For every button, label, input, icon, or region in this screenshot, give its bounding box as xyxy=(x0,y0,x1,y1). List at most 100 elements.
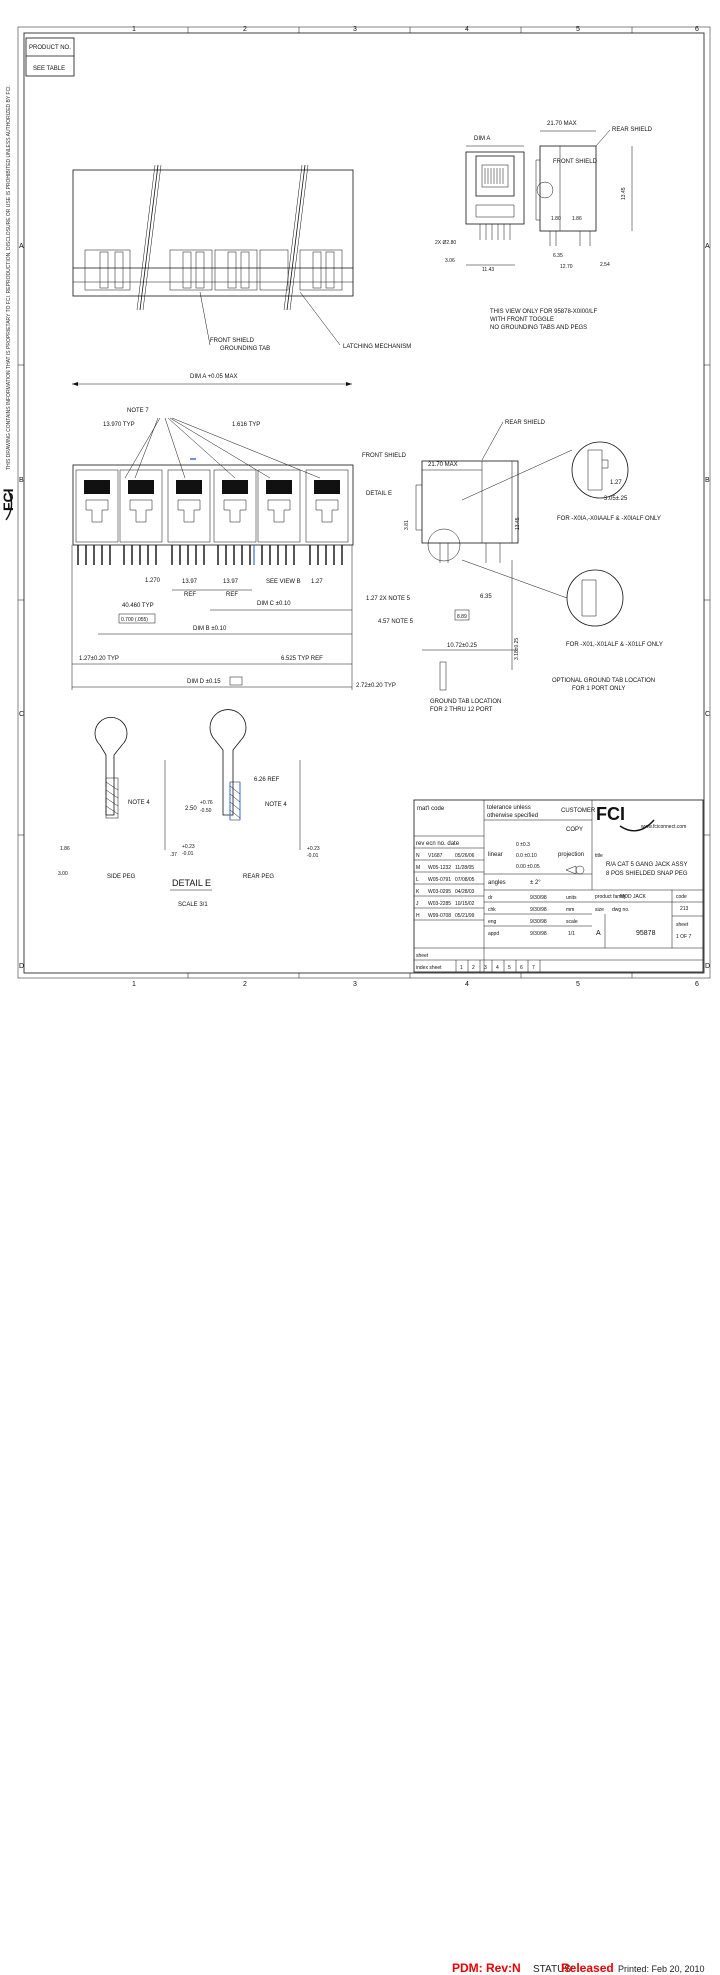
pdm-rev: PDM: Rev:N xyxy=(452,1961,521,1975)
tb-family: product family xyxy=(595,894,627,900)
end-view: DIM A 2X Ø2.80 3.06 11.43 xyxy=(435,136,525,273)
status-value: Released xyxy=(561,1961,614,1975)
dim-1143: 11.43 xyxy=(482,267,494,273)
dim-037-side: .37 xyxy=(170,852,177,858)
dim-vert-mid: 3.18±0.25 xyxy=(514,638,520,660)
note-detail-e: DETAIL E xyxy=(366,491,392,497)
dim-1345-mid: 13.45 xyxy=(515,517,521,530)
dim-2170-top: 21.70 MAX xyxy=(547,121,577,127)
drawing-canvas: 1 2 3 4 5 6 1 2 3 4 5 6 A B C D A B C D … xyxy=(0,26,711,988)
dim-380: 3.81 xyxy=(404,520,410,530)
tb-index-lbl: index sheet xyxy=(416,965,442,971)
grid-col-3: 3 xyxy=(353,26,357,33)
grid-col-5: 5 xyxy=(576,26,580,33)
dim-1072: 10.72±0.25 xyxy=(447,643,478,649)
tb-units: units xyxy=(566,895,577,901)
dim-13970: 13.970 TYP xyxy=(103,422,135,428)
tb-date-1: 9/30/98 xyxy=(530,895,547,901)
dim-889: 8.89 xyxy=(457,614,467,620)
grid-row-ra: A xyxy=(705,243,710,250)
dim-127: 1.27 xyxy=(311,579,323,585)
drawing-sheet: 1 2 3 4 5 6 1 2 3 4 5 6 A B C D A B C D … xyxy=(0,26,711,1975)
label-scale: SCALE 3/1 xyxy=(178,902,208,908)
tb-approvals: dr 9/30/98 chk 9/30/98 eng 9/30/98 appd … xyxy=(484,895,592,937)
tb-sheet-val: 1 OF 7 xyxy=(676,934,692,940)
dim-1345: 13.45 xyxy=(621,187,627,200)
tb-sheet-lbl: sheet xyxy=(416,953,429,959)
tb-size: size xyxy=(595,907,604,913)
label-detail-e: DETAIL E xyxy=(172,878,211,888)
dim-276a: +0.76 xyxy=(200,800,213,806)
dim-626: 6.26 REF xyxy=(254,777,280,783)
dim-1397a: 13.97 xyxy=(182,579,198,585)
ref-2: REF xyxy=(226,592,238,598)
grid-col-b2: 2 xyxy=(243,981,247,988)
rev-row-e: V1687 xyxy=(428,853,443,859)
rev-row-d: 05/26/06 xyxy=(455,853,475,859)
rev-row-e: W03-0295 xyxy=(428,889,451,895)
dim-276b: -0.50 xyxy=(200,808,212,814)
rev-row-e: W05-0791 xyxy=(428,877,451,883)
product-box xyxy=(25,37,75,77)
dim-186-peg: 1.86 xyxy=(60,846,70,852)
tb-eng: eng xyxy=(488,919,497,925)
note-4-rear: NOTE 4 xyxy=(265,802,287,808)
grid-row-rd: D xyxy=(705,963,710,970)
rev-row-d: 05/21/99 xyxy=(455,913,475,919)
side-peg: NOTE 4 SIDE PEG 1.86 3.00 .37 xyxy=(58,717,177,880)
dim-40460: 40.460 TYP xyxy=(122,603,154,609)
grid-row-c: C xyxy=(19,711,24,718)
tb-dwg-val: 95878 xyxy=(636,930,656,937)
dim-001-side: -0.01 xyxy=(182,851,194,857)
rev-row-e: W99-0708 xyxy=(428,913,451,919)
note-4-side: NOTE 4 xyxy=(128,800,150,806)
tb-size-val: A xyxy=(596,930,601,937)
grid-bottom: 1 2 3 4 5 6 xyxy=(132,981,699,988)
note-for-x01: FOR -X01,-X01ALF & -X01LF ONLY xyxy=(566,642,663,648)
port-row xyxy=(75,458,349,565)
dim-a-max: DIM A +0.05 MAX xyxy=(190,374,238,380)
side-legal-text: THIS DRAWING CONTAINS INFORMATION THAT I… xyxy=(6,85,12,470)
sheet-cell: 6 xyxy=(520,965,523,971)
label-rear-peg: REAR PEG xyxy=(243,874,274,880)
tb-code: code xyxy=(676,894,687,900)
tb-projection: projection xyxy=(558,852,584,858)
grid-col-b1: 1 xyxy=(132,981,136,988)
tb-customer: CUSTOMER xyxy=(561,808,596,814)
tb-rev-header: rev ecn no. date xyxy=(416,841,460,847)
dim-6525: 6.525 TYP REF xyxy=(281,656,323,662)
note-see-view-b: SEE VIEW B xyxy=(266,579,301,585)
dim-c: DIM C ±0.10 xyxy=(257,601,291,607)
tb-angle-val: ± 2° xyxy=(530,880,541,886)
product-header: PRODUCT NO. xyxy=(29,45,71,51)
dim-a-top: DIM A xyxy=(474,136,490,142)
dim-180: 1.80 xyxy=(551,216,561,222)
grid-col-b5: 5 xyxy=(576,981,580,988)
dim-d: DIM D ±0.15 xyxy=(187,679,221,685)
dim-023-rear: +0.23 xyxy=(307,846,320,852)
tb-date-4: 9/30/98 xyxy=(530,931,547,937)
sheet-cell: 4 xyxy=(496,965,499,971)
grid-col-b4: 4 xyxy=(465,981,469,988)
tb-tol3: 0.00 ±0.05 xyxy=(516,864,540,870)
dim-1397b: 13.97 xyxy=(223,579,239,585)
revision-list: N V1687 05/26/06 M W05-1232 11/28/05 L W… xyxy=(414,847,484,921)
sheet-cell: 2 xyxy=(472,965,475,971)
note-for-x0ia: FOR -X0IA,-X0IAALF & -X0IALF ONLY xyxy=(557,516,661,522)
dim-2170b: 21.70 MAX xyxy=(428,462,458,468)
dim-0700: 0.700 (.055) xyxy=(121,617,148,623)
dim-2x: 2X Ø2.80 xyxy=(435,240,456,246)
grid-col-b3: 3 xyxy=(353,981,357,988)
rev-row-r: M xyxy=(416,865,420,871)
dim-1270b: 1.27±0.20 TYP xyxy=(79,656,119,662)
tb-sheet: sheet xyxy=(676,922,689,928)
grid-col-1: 1 xyxy=(132,26,136,33)
grid-row-rb: B xyxy=(705,477,710,484)
front-view: DIM A +0.05 MAX NOTE 7 13.970 TYP 1.616 … xyxy=(71,374,396,690)
tb-web: www.fciconnect.com xyxy=(641,824,686,830)
note-7: NOTE 7 xyxy=(127,408,149,414)
